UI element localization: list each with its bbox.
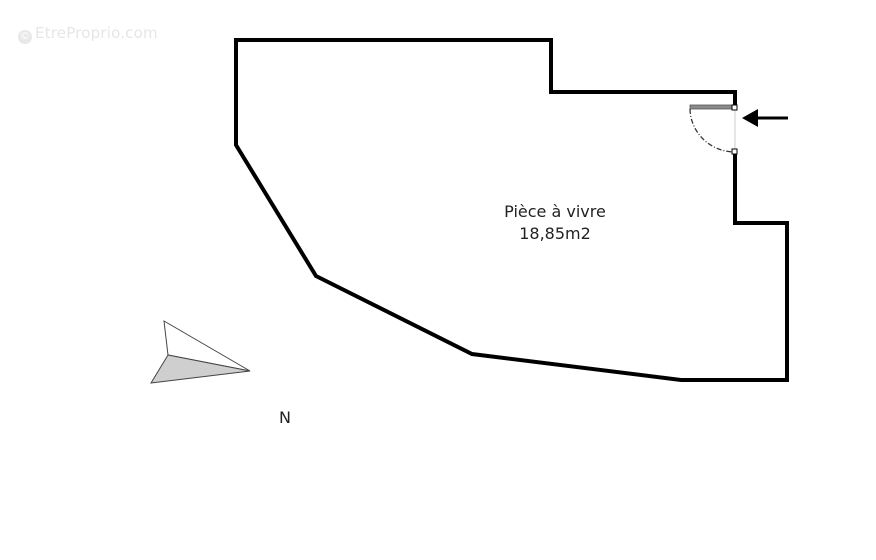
entrance-arrow-icon	[742, 109, 788, 127]
watermark: ©EtreProprio.com	[18, 24, 158, 44]
compass-north-label: N	[279, 408, 291, 427]
room-walls	[234, 38, 789, 382]
door-leaf	[689, 104, 736, 110]
compass-north-arrow-icon	[150, 320, 251, 384]
door-hinge-top	[731, 104, 738, 111]
room-name: Pièce à vivre	[504, 202, 606, 221]
room-area: 18,85m2	[519, 224, 591, 243]
door-hinge-bottom	[731, 148, 738, 155]
door-swing-arc	[689, 108, 736, 153]
room-label: Pièce à vivre 18,85m2	[470, 201, 640, 245]
copyright-icon: ©	[18, 30, 32, 44]
watermark-text: EtreProprio.com	[35, 24, 158, 42]
